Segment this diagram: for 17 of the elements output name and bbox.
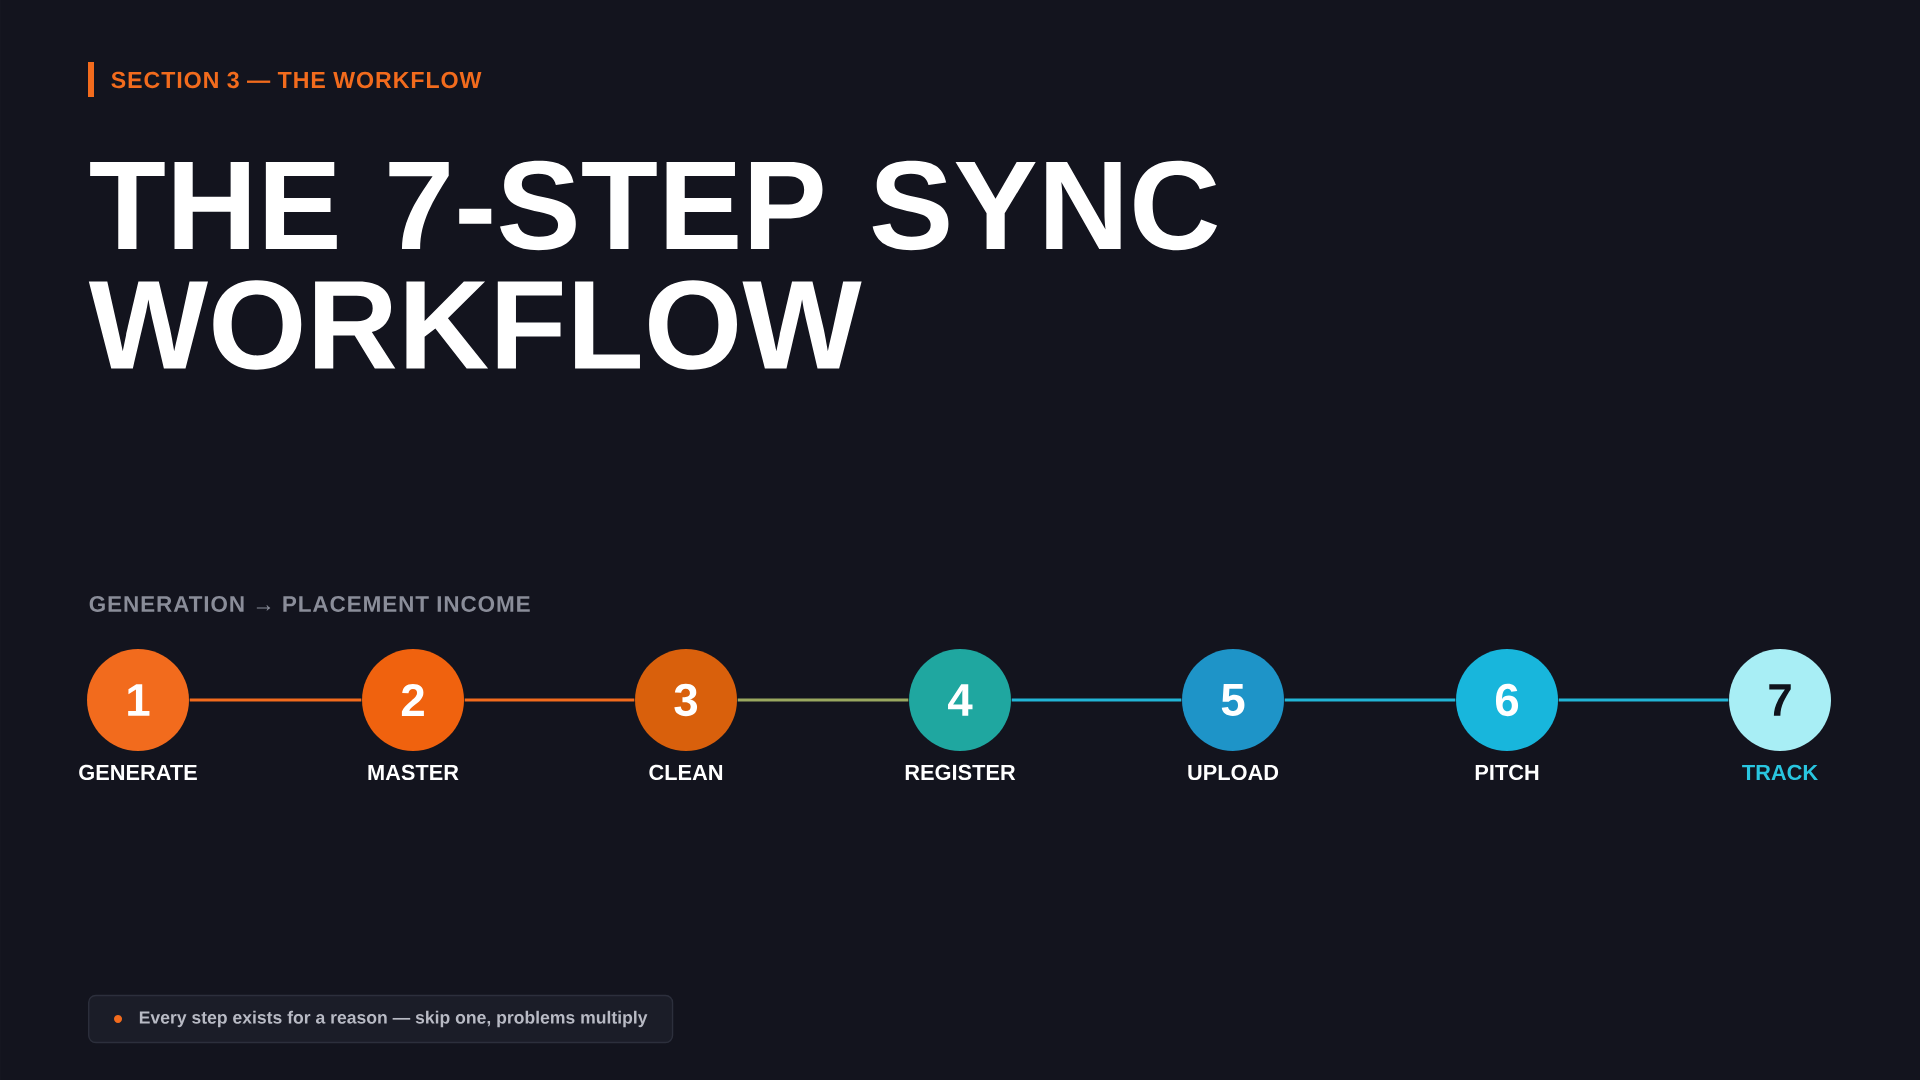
connector-line	[464, 698, 635, 702]
title: THE 7-STEP SYNC WORKFLOW	[88, 160, 1218, 370]
step-label: MASTER	[368, 764, 459, 781]
connector-line	[1011, 698, 1182, 702]
note-box: Every step exists for a reason — skip one, problems multiply	[88, 994, 674, 1044]
step-label: REGISTER	[905, 764, 1016, 781]
step-label: CLEAN	[649, 764, 723, 781]
connector-line	[1558, 698, 1729, 702]
step-label: GENERATE	[79, 764, 197, 781]
step-label: PITCH	[1475, 764, 1539, 781]
step-label: TRACK	[1742, 764, 1818, 781]
connector-line	[737, 698, 909, 702]
connector-line	[1284, 698, 1456, 702]
connector-line	[189, 698, 362, 702]
section-label: SECTION 3 — THE WORKFLOW	[111, 71, 482, 89]
subtitle: GENERATION → PLACEMENT INCOME	[89, 596, 530, 612]
step-label: UPLOAD	[1188, 764, 1279, 781]
